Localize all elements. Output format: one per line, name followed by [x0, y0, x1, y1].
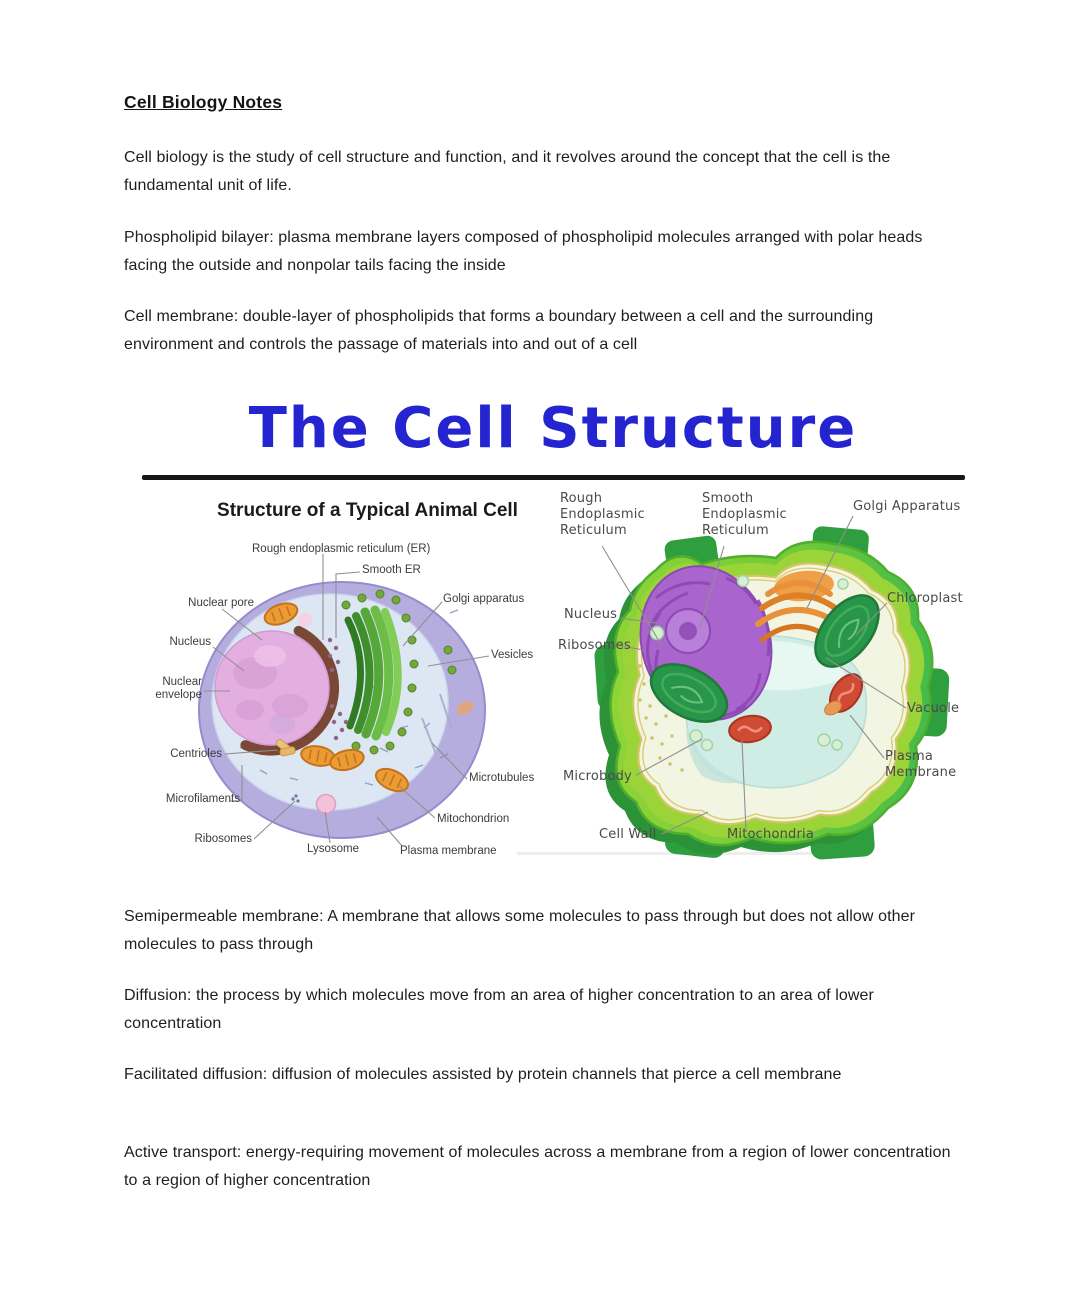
centrioles-art — [275, 738, 296, 757]
leader-microbody — [635, 738, 703, 776]
microbody-spheres — [649, 574, 849, 752]
label-animal-nuclear-pore: Nuclear pore — [188, 597, 254, 609]
leader-centrioles — [224, 749, 279, 755]
leader-plant-nucleus — [619, 617, 658, 624]
paragraph-phospholipid-bilayer: Phospholipid bilayer: plasma membrane la… — [124, 229, 923, 274]
leader-plant-plasma-membrane — [849, 714, 885, 759]
animal-leader-lines — [204, 554, 490, 847]
cell-structure-figure: The Cell Structure — [140, 388, 966, 870]
leader-smooth-er — [335, 571, 361, 638]
leader-plant-smooth-er — [699, 545, 725, 629]
label-plant-golgi: Golgi Apparatus — [853, 499, 961, 514]
label-plant-vacuole: Vacuole — [907, 701, 960, 716]
pink-vesicle — [298, 613, 312, 627]
plant-cell-art — [594, 515, 950, 860]
leader-golgi-apparatus — [402, 601, 443, 647]
lysosome-art — [315, 793, 337, 815]
label-animal-smooth-er: Smooth ER — [362, 564, 421, 576]
figure-title: The Cell Structure — [248, 396, 858, 461]
label-animal-rough-er: Rough endoplasmic reticulum (ER) — [252, 543, 431, 555]
label-animal-ribosomes: Ribosomes — [194, 833, 252, 845]
cell-diagram-art — [198, 515, 950, 860]
paragraph-semipermeable-membrane: Semipermeable membrane: A membrane that … — [124, 908, 916, 953]
rough-er-specks — [327, 637, 349, 741]
paragraph-diffusion: Diffusion: the process by which molecule… — [124, 987, 874, 1032]
ribosome-specks — [291, 794, 300, 803]
label-animal-microtubules: Microtubules — [469, 772, 535, 784]
leader-nuclear-pore — [221, 608, 263, 641]
leader-vesicles — [427, 655, 490, 667]
leader-plant-rough-er — [601, 545, 663, 647]
leader-microtubules — [431, 742, 468, 780]
leader-ribosomes — [253, 800, 296, 840]
leader-plasma-membrane — [376, 816, 403, 847]
label-plant-ribosomes: Ribosomes — [558, 638, 631, 653]
label-animal-golgi: Golgi apparatus — [443, 593, 525, 605]
leader-plant-ribosomes — [616, 644, 644, 651]
label-plant-microbody: Microbody — [563, 769, 632, 784]
page-title: Cell Biology Notes — [124, 92, 283, 112]
plant-mitochondria-art — [728, 673, 864, 744]
figure-title-underline — [142, 475, 965, 480]
animal-cell-art — [198, 554, 490, 847]
label-plant-smooth-er: Smooth Endoplasmic Reticulum — [702, 491, 787, 538]
paragraph-facilitated-diffusion: Facilitated diffusion: diffusion of mole… — [124, 1066, 842, 1083]
label-plant-cell-wall: Cell Wall — [599, 827, 657, 842]
leader-vacuole — [825, 657, 907, 709]
leader-chloroplast — [855, 602, 888, 636]
leader-cell-wall — [661, 811, 709, 835]
paragraph-cell-membrane: Cell membrane: double-layer of phospholi… — [124, 308, 874, 353]
microtubules-art — [421, 693, 453, 755]
chloroplast-left — [649, 663, 729, 723]
plant-leader-lines — [601, 515, 907, 835]
paragraph-active-transport: Active transport: energy-requiring movem… — [124, 1144, 951, 1189]
membrane-embedded-organelle — [456, 701, 474, 715]
label-animal-plasma-membrane: Plasma membrane — [400, 845, 497, 857]
label-animal-mitochondrion: Mitochondrion — [437, 813, 510, 825]
label-animal-nucleus: Nucleus — [169, 636, 211, 648]
leader-plant-golgi — [806, 515, 854, 609]
label-animal-microfilaments: Microfilaments — [165, 793, 240, 805]
animal-golgi-art — [344, 605, 402, 741]
leader-mitochondrion — [398, 785, 436, 819]
animal-panel-title: Structure of a Typical Animal Cell — [217, 500, 518, 521]
label-plant-chloroplast: Chloroplast — [887, 591, 963, 606]
leader-lysosome — [324, 811, 331, 844]
label-animal-centrioles: Centrioles — [170, 748, 222, 760]
label-animal-nuclear-envelope: Nuclear envelope — [155, 676, 202, 701]
leader-nucleus — [212, 646, 245, 672]
label-animal-vesicles: Vesicles — [491, 649, 534, 661]
nucleus-mottling — [233, 645, 308, 734]
chloroplast-right — [814, 594, 880, 668]
label-plant-plasma-membrane: Plasma Membrane — [885, 749, 957, 780]
leader-microfilaments — [230, 765, 243, 802]
paragraph-cell-biology: Cell biology is the study of cell struct… — [124, 149, 891, 194]
label-animal-lysosome: Lysosome — [307, 843, 359, 855]
label-plant-rough-er: Rough Endoplasmic Reticulum — [560, 491, 645, 538]
animal-mitochondria-art — [263, 602, 410, 793]
leader-plant-mitochondria — [741, 739, 747, 831]
label-plant-nucleus: Nucleus — [564, 607, 618, 622]
label-plant-mitochondria: Mitochondria — [727, 827, 815, 842]
